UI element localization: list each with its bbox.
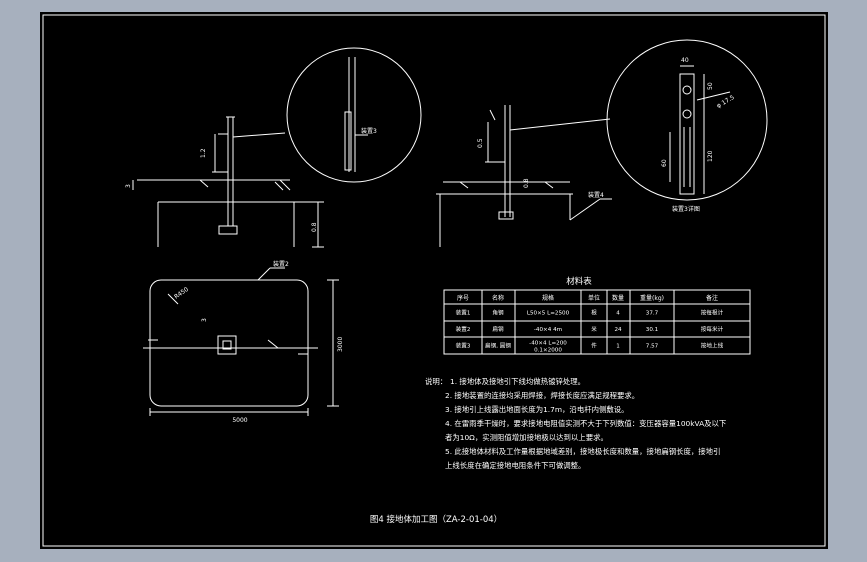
table-cell: 7.57 xyxy=(646,344,659,350)
note-line-6: 5. 此接地体材料及工作量根据地域差别，接地极长度和数量，接地扁钢长度，接地引 xyxy=(445,447,720,456)
callout-right: 装置4 xyxy=(588,191,604,199)
dim-detail-a: 50 xyxy=(707,82,714,90)
dim-plan-small: 3 xyxy=(201,318,208,322)
dim-a-left: 3 xyxy=(125,184,132,188)
note-line-7: 上线长度在确定接地电阻条件下可做调整。 xyxy=(445,461,585,470)
dim-detail-b: 120 xyxy=(707,150,714,162)
dim-detail-d: φ 17.5 xyxy=(716,94,736,110)
material-table-title: 材料表 xyxy=(566,276,592,287)
drawing-title: 图4 接地体加工图（ZA-2-01-04） xyxy=(370,514,502,525)
dim-right-depth: 0.8 xyxy=(523,178,530,188)
note-line-3: 3. 接地引上线露出地面长度为1.7m，沿电杆内侧敷设。 xyxy=(445,405,629,414)
drawing-border xyxy=(42,14,826,547)
table-cell: 米 xyxy=(591,325,597,333)
note-line-4: 4. 在雷雨季干燥时，要求接地电阻值实测不大于下列数值：变压器容量100kVA及… xyxy=(445,419,726,428)
plan-view: 装置2 R450 5000 3000 3 xyxy=(143,260,344,424)
table-header-cell: 备注 xyxy=(706,294,718,302)
dim-plan-height: 3000 xyxy=(337,337,344,352)
right-elevation: 装置4 0.8 0.5 xyxy=(436,105,612,247)
table-header-cell: 重量(kg) xyxy=(640,294,664,302)
table-cell: 根 xyxy=(591,309,597,317)
table-cell: 装置1 xyxy=(456,309,471,317)
left-detail-circle: 装置3 xyxy=(286,47,422,183)
drawing-canvas: 1.2 3 0.8 装置3 装置2 R450 5000 3000 3 xyxy=(42,14,826,547)
table-header-cell: 名称 xyxy=(492,294,504,302)
table-cell-line: 0.1×2000 xyxy=(534,348,562,354)
dim-detail-top: 40 xyxy=(681,57,689,64)
table-header-cell: 数量 xyxy=(612,294,624,302)
cad-viewport[interactable]: 1.2 3 0.8 装置3 装置2 R450 5000 3000 3 xyxy=(40,12,828,549)
table-cell: 4 xyxy=(616,311,620,317)
table-cell: 角钢 xyxy=(492,309,504,317)
table-cell: -40×4 4m xyxy=(534,327,562,333)
detail-label-right: 装置3详图 xyxy=(672,205,700,213)
table-header-cell: 序号 xyxy=(457,294,469,302)
table-cell: 按每米计 xyxy=(701,325,724,333)
table-cell: 37.7 xyxy=(646,311,659,317)
table-cell: 按地上线 xyxy=(701,342,724,350)
table-header-cell: 规格 xyxy=(542,294,554,302)
right-detail-circle: 40 50 120 60 φ 17.5 装置3详图 xyxy=(606,39,768,213)
table-cell: L50×5 L=2500 xyxy=(527,311,570,317)
callout-plan-corner: R450 xyxy=(173,286,190,301)
dim-detail-c: 60 xyxy=(661,159,668,167)
notes-prefix: 说明： xyxy=(425,377,447,386)
dim-plan-width: 5000 xyxy=(232,417,247,424)
detail-label-left: 装置3 xyxy=(361,127,377,135)
table-cell: 按每根计 xyxy=(701,309,724,317)
table-cell: 30.1 xyxy=(646,327,659,333)
note-line-2: 2. 接地装置的连接均采用焊接，焊接长度应满足规程要求。 xyxy=(445,391,639,400)
table-cell: 24 xyxy=(614,327,622,333)
table-header-cell: 单位 xyxy=(588,294,600,302)
left-elevation: 1.2 3 0.8 xyxy=(125,116,324,248)
table-cell: 扁钢, 圆钢 xyxy=(485,342,511,350)
callout-plan: 装置2 xyxy=(273,260,289,268)
dim-right-a: 0.5 xyxy=(477,138,484,148)
dim-depth-left: 0.8 xyxy=(311,222,318,232)
dim-height-left: 1.2 xyxy=(200,148,207,158)
table-cell: 装置2 xyxy=(456,325,471,333)
note-line-5: 者为10Ω，实测阻值增加接地极以达到以上要求。 xyxy=(445,433,608,442)
table-cell: 件 xyxy=(591,342,597,350)
table-cell: 装置3 xyxy=(456,342,471,350)
note-line-1: 1. 接地体及接地引下线均做热镀锌处理。 xyxy=(450,377,585,386)
table-cell-line: -40×4 L=200 xyxy=(529,341,567,347)
notes: 说明： 1. 接地体及接地引下线均做热镀锌处理。 2. 接地装置的连接均采用焊接… xyxy=(425,377,726,470)
table-cell: 1 xyxy=(616,344,620,350)
table-cell: 扁钢 xyxy=(492,325,504,333)
